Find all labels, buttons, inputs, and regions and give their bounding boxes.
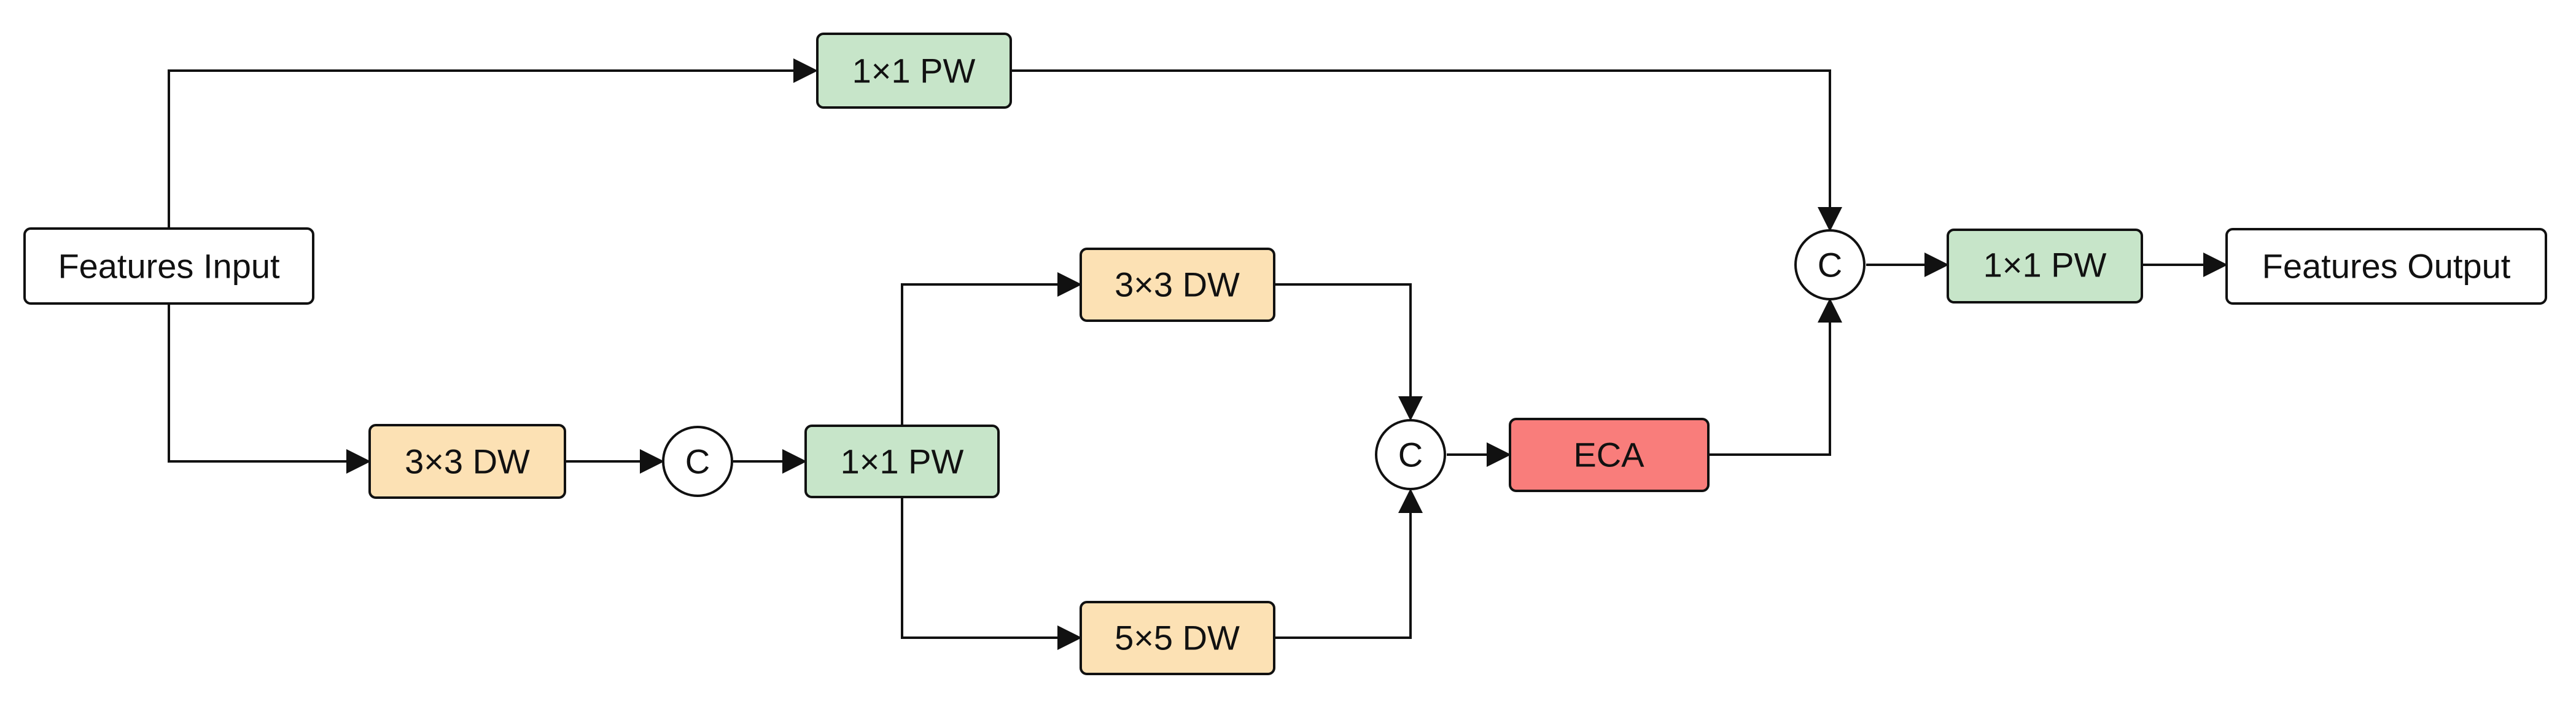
final-pointwise-conv-label: 1×1 PW (1983, 246, 2107, 284)
concat-node-1-circle (662, 426, 733, 497)
first-depthwise-3x3-label: 3×3 DW (405, 442, 530, 481)
lower-depthwise-5x5-label: 5×5 DW (1115, 619, 1240, 657)
upper-depthwise-3x3-label: 3×3 DW (1115, 265, 1240, 304)
upper-depthwise-3x3-box: 3×3 DW (1080, 248, 1275, 322)
concat-node-1-label: C (685, 442, 710, 481)
features-input-box: Features Input (23, 227, 314, 305)
connectors (168, 58, 2228, 650)
connector-top-pw-to-concat3 (1011, 69, 1842, 232)
features-input-label: Features Input (58, 247, 280, 286)
connector-input-to-top-pw (168, 58, 818, 227)
eca-attention-label: ECA (1573, 436, 1644, 474)
connector-pw-mid-to-dw5-lower (901, 497, 1082, 650)
connector-eca-to-concat3 (1708, 298, 1842, 456)
concat-node-1: C (662, 426, 733, 497)
features-output-box: Features Output (2225, 228, 2547, 305)
concat-node-2: C (1375, 419, 1446, 490)
top-pointwise-conv-label: 1×1 PW (852, 52, 976, 90)
final-pointwise-conv-box: 1×1 PW (1947, 229, 2143, 304)
first-depthwise-3x3-rect (368, 424, 566, 499)
connector-pw-mid-to-dw3-upper (901, 272, 1082, 426)
eca-attention-box: ECA (1509, 418, 1710, 492)
features-output-label: Features Output (2262, 247, 2511, 286)
eca-attention-rect (1509, 418, 1710, 492)
middle-pointwise-conv-rect (804, 425, 1000, 498)
features-input-rect (23, 227, 314, 305)
concat-node-2-label: C (1398, 436, 1423, 474)
middle-pointwise-conv-label: 1×1 PW (841, 442, 964, 481)
top-pointwise-conv-box: 1×1 PW (816, 33, 1012, 109)
connector-input-to-dw3-first (168, 304, 371, 474)
final-pointwise-conv-rect (1947, 229, 2143, 304)
top-pointwise-conv-rect (816, 33, 1012, 109)
upper-depthwise-3x3-rect (1080, 248, 1275, 322)
concat-node-3: C (1794, 229, 1866, 300)
concat-node-3-label: C (1818, 246, 1842, 284)
lower-depthwise-5x5-rect (1080, 601, 1275, 675)
connector-dw5-lower-to-concat2 (1274, 488, 1423, 639)
first-depthwise-3x3-box: 3×3 DW (368, 424, 566, 499)
features-output-rect (2225, 228, 2547, 305)
connector-dw3-upper-to-concat2 (1274, 283, 1423, 421)
concat-node-2-circle (1375, 419, 1446, 490)
concat-node-3-circle (1794, 229, 1866, 300)
middle-pointwise-conv-box: 1×1 PW (804, 425, 1000, 498)
lower-depthwise-5x5-box: 5×5 DW (1080, 601, 1275, 675)
